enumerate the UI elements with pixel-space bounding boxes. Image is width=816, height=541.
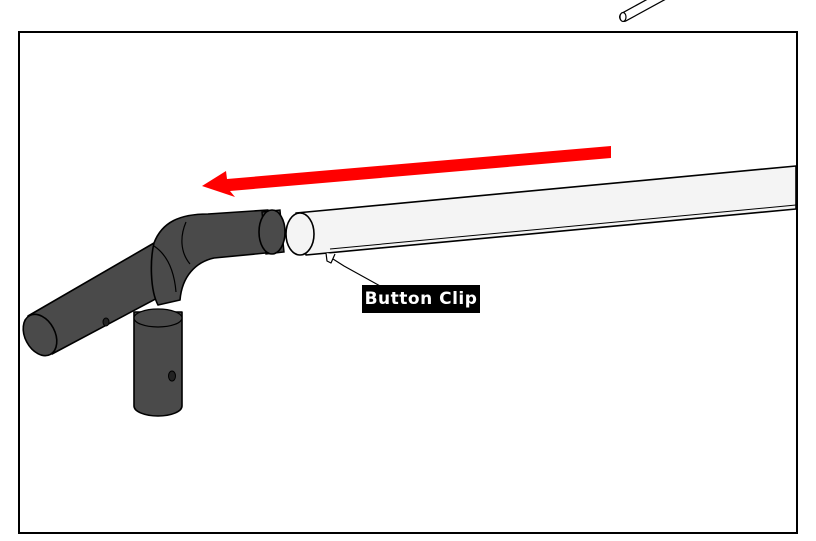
button-clip-label: Button Clip [362, 285, 480, 313]
callout-leader-line [332, 258, 383, 288]
small-rod-part [619, 0, 666, 23]
direction-arrow [202, 146, 611, 197]
frame-border [18, 31, 798, 534]
white-tube [285, 165, 797, 264]
dark-connector [22, 209, 286, 417]
